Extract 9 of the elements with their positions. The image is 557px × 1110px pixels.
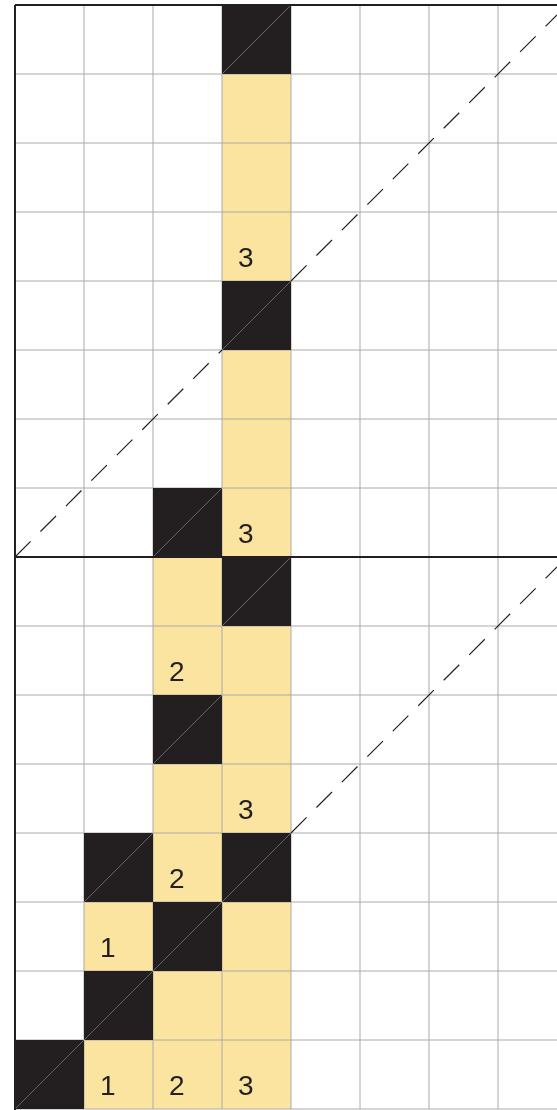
cell-number: 2 — [169, 1072, 185, 1100]
cell-number: 3 — [238, 520, 254, 548]
cell-number: 3 — [238, 244, 254, 272]
cell-number: 1 — [100, 934, 116, 962]
cell-number: 1 — [100, 1072, 116, 1100]
cell-number: 3 — [238, 796, 254, 824]
cell-number: 2 — [169, 658, 185, 686]
cell-number: 2 — [169, 865, 185, 893]
cell-number: 3 — [238, 1072, 254, 1100]
